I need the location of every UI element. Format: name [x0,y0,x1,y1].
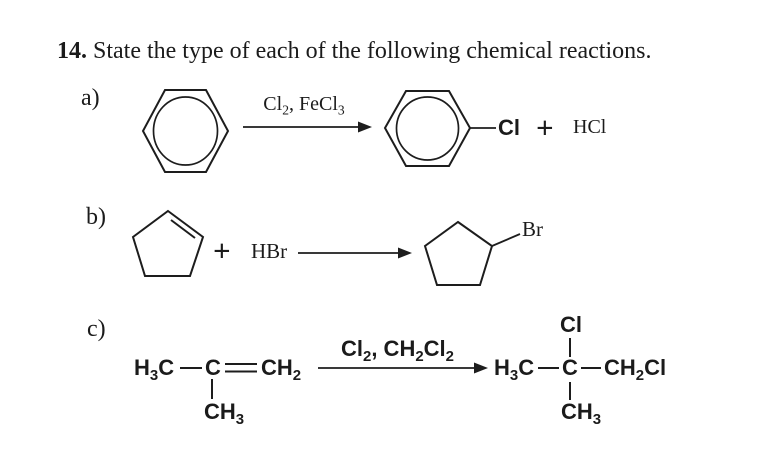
reactant-h3c-group: H3C [134,355,175,385]
section-a-label: a) [81,85,100,111]
product-bonds-c [538,338,601,400]
question-text: State the type of each of the following … [87,37,652,64]
product-h3c-group: H3C [494,355,535,385]
reaction-arrow-a [243,121,372,133]
reaction-arrow-c [318,362,488,374]
byproduct-hcl-label: HCl [573,116,607,138]
reactant-central-carbon: C [205,355,221,380]
product-ch3-group: CH3 [561,399,602,429]
arrow-reagents-a: Cl2, FeCl3 [263,93,345,118]
substituent-br-label: Br [522,217,543,241]
cyclopentane-ring-product [423,220,521,286]
product-cl-group: Cl [560,312,582,337]
reaction-arrow-b [298,247,412,259]
benzene-ring-product [383,90,496,167]
section-c-label: c) [87,316,106,342]
arrow-reagents-c: Cl2, CH2Cl2 [341,336,454,366]
reactant-bonds-c [180,363,257,399]
product-central-carbon: C [562,355,578,380]
plus-sign-b: + [213,233,231,268]
section-b-label: b) [86,204,106,230]
reactant-ch3-group: CH3 [204,399,245,429]
reactant-ch2-group: CH2 [261,355,302,385]
substituent-cl-label: Cl [498,115,520,140]
benzene-ring-reactant [141,89,230,173]
plus-sign-a: + [536,110,554,145]
cyclopentene-ring [131,209,205,277]
product-ch2cl-group: CH2Cl [604,355,667,385]
reagent-hbr-label: HBr [251,239,288,263]
question-title: 14. State the type of each of the follow… [33,10,651,93]
question-number: 14. [57,37,87,64]
